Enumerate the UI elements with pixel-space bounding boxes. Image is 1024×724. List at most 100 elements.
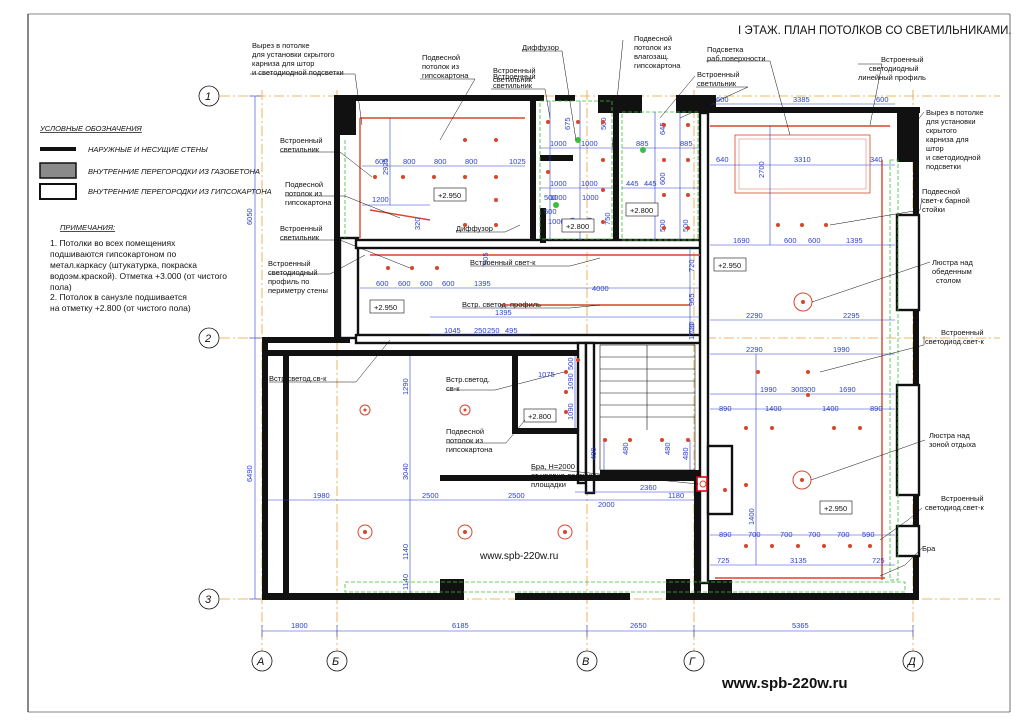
leader-line	[858, 63, 883, 126]
recessed-light	[564, 410, 568, 414]
annotation-line: Подвесной	[634, 34, 672, 43]
partition	[268, 350, 578, 356]
outer-wall	[515, 593, 630, 600]
outer-wall	[440, 579, 464, 600]
diffusers	[553, 137, 646, 208]
dimension-text: 640	[716, 155, 729, 164]
dimension-text: 890	[719, 404, 732, 413]
recessed-light	[686, 158, 690, 162]
recessed-light	[806, 393, 810, 397]
walls	[262, 95, 921, 600]
dimension-text: 500	[544, 207, 557, 216]
annotation-line: и светодиодной	[926, 153, 981, 162]
leader-line	[280, 151, 373, 178]
annotation-line: св-к	[446, 384, 460, 393]
recessed-light	[601, 188, 605, 192]
recessed-light	[463, 138, 467, 142]
recessed-light	[435, 266, 439, 270]
recessed-light	[848, 544, 852, 548]
leader-line	[879, 507, 923, 541]
dimension-text: 480	[589, 447, 598, 460]
recessed-light	[744, 544, 748, 548]
pier	[895, 524, 921, 558]
recessed-light	[662, 193, 666, 197]
recessed-light	[776, 223, 780, 227]
recessed-light	[546, 120, 550, 124]
partition	[613, 113, 619, 240]
annotation-curtain-cut-right: Вырез в потолке для установки скрытого к…	[926, 108, 984, 171]
dimension-text: 340	[870, 155, 883, 164]
recessed-light	[686, 438, 690, 442]
recessed-lights	[373, 120, 872, 548]
annotation-line: Люстра над	[932, 258, 973, 267]
dimension-text: 500	[544, 193, 557, 202]
dimension-text: 250	[474, 326, 487, 335]
chandelier-lounge	[792, 470, 812, 490]
dimension-text: 480	[663, 442, 672, 455]
dimension-text: 800	[403, 157, 416, 166]
recessed-light	[796, 544, 800, 548]
legend-swatch-gypsum	[39, 183, 77, 200]
leader-line	[531, 469, 699, 485]
annotation-stair-sconce: Бра, H=2000 от уровня лестничной площадк…	[531, 462, 607, 489]
dimension-text: 700	[837, 530, 850, 539]
annotation-recessed-1: Встроенный светильник	[493, 72, 536, 90]
level-tag	[523, 408, 557, 423]
annotation-led-downlight-3: Встр.светод. св-к	[446, 375, 490, 393]
level-tag	[433, 187, 467, 202]
annotation-line: карниза для штор	[252, 59, 314, 68]
ceiling-spot	[357, 524, 373, 540]
level-tag-text: +2.800	[566, 222, 589, 231]
recessed-light	[723, 488, 727, 492]
outer-wall	[334, 135, 340, 343]
sheet-title: I ЭТАЖ. ПЛАН ПОТОЛКОВ СО СВЕТИЛЬНИКАМИ.	[738, 25, 1012, 37]
recessed-light	[564, 370, 568, 374]
annotation-curtain-cut-left: Вырез в потолке для установки скрытого к…	[252, 41, 344, 77]
annotation-line: зоной отдыха	[929, 440, 977, 449]
recessed-light	[824, 223, 828, 227]
dimension-text: 1395	[846, 236, 863, 245]
axis-bubble-col-b	[326, 650, 348, 672]
notes-heading: ПРИМЕЧАНИЯ:	[60, 223, 115, 232]
dimension-text: 1000	[550, 193, 567, 202]
dimension-text: 1000	[550, 179, 567, 188]
annotation-work-surface-light: Подсветка раб.поверхности	[707, 45, 766, 63]
dimension-text: 700	[748, 530, 761, 539]
dimension-text: 3385	[793, 95, 810, 104]
recessed-light	[662, 158, 666, 162]
dimension-text: 885	[680, 139, 693, 148]
axis-bubble-row-2	[198, 327, 220, 349]
annotation-line: подсветки	[926, 162, 961, 171]
dimension-text: 700	[780, 530, 793, 539]
annotation-line: гипсокартона	[634, 61, 681, 70]
diffuser	[640, 147, 646, 153]
dimension-text: 2290	[746, 345, 763, 354]
annotation-line: гипсокартона	[446, 445, 493, 454]
annotation-line: потолок из	[634, 43, 672, 52]
pier	[895, 213, 921, 312]
axis-label-row-1: 1	[205, 91, 211, 103]
dimension-text: 3040	[401, 463, 410, 480]
annotation-line: карниза для	[926, 135, 969, 144]
dimension-text: 885	[636, 139, 649, 148]
annotation-moisture-ceiling: Подвесной потолок из влагозащ. гипсокарт…	[634, 34, 681, 70]
partition	[540, 208, 546, 243]
stair-outline	[599, 344, 696, 471]
level-tag-text: +2.950	[374, 303, 397, 312]
level-tag	[713, 257, 747, 272]
partition	[512, 428, 578, 434]
annotation-line: Подвесной	[422, 53, 460, 62]
outer-wall	[262, 357, 268, 600]
dimension-text: 500	[566, 357, 575, 370]
work-surface-light	[734, 134, 871, 194]
dimension-text: 1000	[582, 193, 599, 202]
level-tag-text: +2.950	[824, 504, 847, 513]
partition	[354, 238, 707, 250]
dimension-text: 2650	[630, 621, 647, 630]
dimension-text: 1400	[822, 404, 839, 413]
axis-label-col-g: Г	[689, 656, 696, 668]
dimension-text: 2360	[640, 483, 657, 492]
annotation-lounge-chandelier: Люстра над зоной отдыха	[929, 431, 977, 449]
partition	[540, 155, 573, 161]
